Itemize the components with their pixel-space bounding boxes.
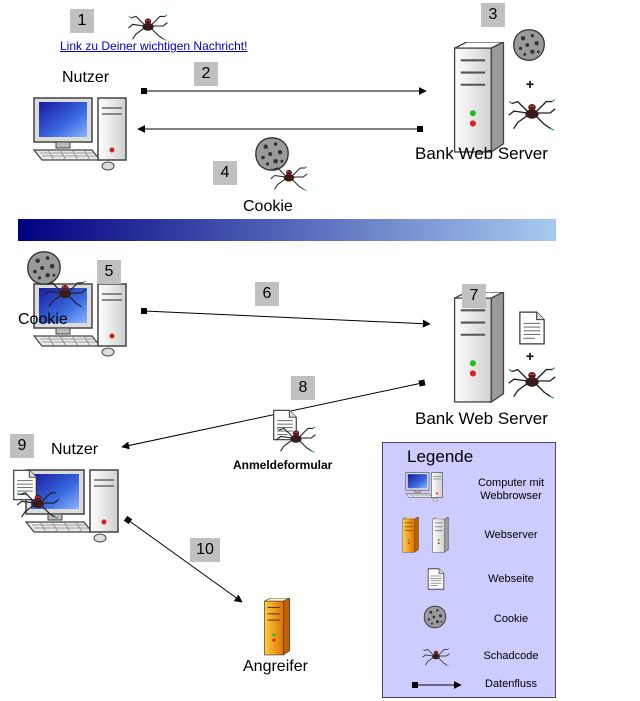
plus-sign: + <box>526 348 534 364</box>
server-icon <box>453 42 505 153</box>
cookie-label: Cookie <box>18 311 68 328</box>
bug-icon <box>508 367 556 399</box>
server-icon <box>432 517 449 553</box>
step-badge: 1 <box>70 9 94 33</box>
legend-item-text: Webseite <box>488 573 534 585</box>
cookie-icon <box>513 29 545 61</box>
cookie-icon <box>27 251 61 285</box>
bug-icon <box>422 647 450 667</box>
bug-icon <box>128 14 168 41</box>
legend-box: Legende Computer mit Webbrowser Webserve… <box>382 442 556 698</box>
step-badge: 7 <box>462 284 486 308</box>
step-badge: 10 <box>190 538 220 562</box>
server-label: Bank Web Server <box>415 144 548 163</box>
phishing-link[interactable]: Link zu Deiner wichtigen Nachricht! <box>60 39 248 53</box>
attacker-label: Angreifer <box>243 658 308 675</box>
arrow-form-response <box>121 379 426 450</box>
attacker-server-icon <box>263 598 291 656</box>
legend-item-text: Computer mit Webbrowser <box>477 477 545 502</box>
form-label: Anmeldeformular <box>233 458 333 472</box>
section-divider <box>18 219 556 241</box>
step-badge: 5 <box>97 260 121 284</box>
step-badge: 8 <box>291 376 315 400</box>
arrow-cookie-request <box>140 307 431 328</box>
cookie-label: Cookie <box>243 198 293 215</box>
document-icon <box>427 568 445 590</box>
document-icon <box>519 311 545 345</box>
plus-sign: + <box>526 76 534 92</box>
legend-icons <box>402 472 462 689</box>
user-label: Nutzer <box>62 69 110 86</box>
server-icon <box>402 517 419 553</box>
step-badge: 3 <box>481 3 505 27</box>
step-badge: 4 <box>213 161 237 185</box>
legend-title: Legende <box>407 447 474 466</box>
step-badge: 9 <box>10 434 34 458</box>
server-label: Bank Web Server <box>415 409 548 428</box>
legend-item-text: Cookie <box>493 613 529 625</box>
bug-icon <box>508 99 556 131</box>
document-icon <box>13 469 37 501</box>
arrow-to-attacker <box>123 515 243 603</box>
cookie-icon <box>255 137 289 171</box>
user-label: Nutzer <box>51 441 99 458</box>
cookie-icon <box>423 605 447 629</box>
computer-icon <box>405 472 443 502</box>
document-icon <box>273 409 297 441</box>
server-icon <box>453 292 505 403</box>
legend-item-text: Webserver <box>484 529 538 541</box>
step-badge: 6 <box>255 282 279 306</box>
computer-icon <box>33 97 127 171</box>
legend-item-text: Datenfluss <box>485 678 537 690</box>
step-badge: 2 <box>194 62 218 86</box>
legend-item-text: Schadcode <box>483 650 539 662</box>
